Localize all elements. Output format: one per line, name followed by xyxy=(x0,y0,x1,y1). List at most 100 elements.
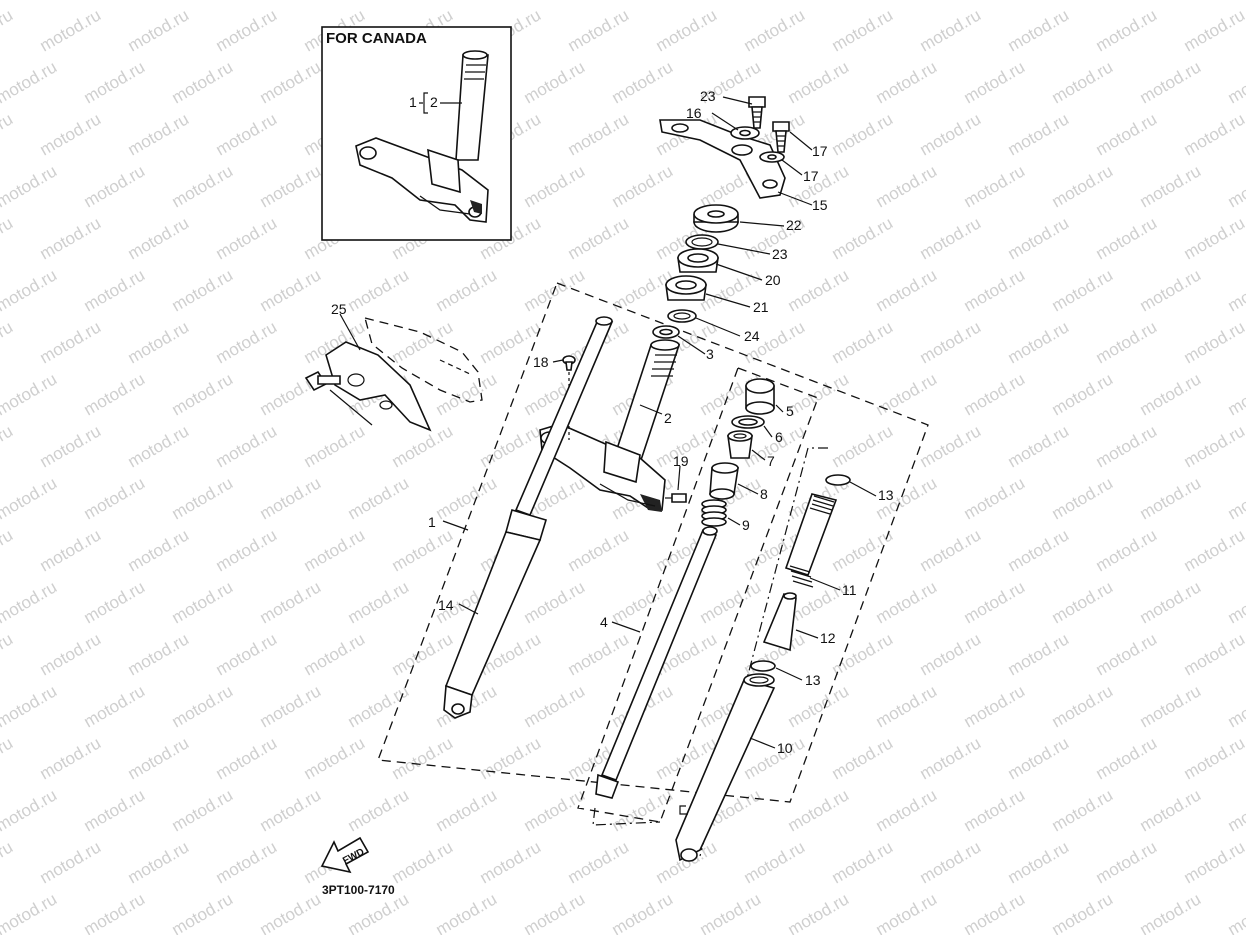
watermark-text: motod.ru xyxy=(785,681,853,731)
watermark-text: motod.ru xyxy=(1049,57,1117,107)
watermark-text: motod.ru xyxy=(1181,629,1246,679)
watermark-text: motod.ru xyxy=(1137,889,1205,935)
watermark-text: motod.ru xyxy=(0,733,16,783)
watermark-text: motod.ru xyxy=(477,421,545,471)
watermark-text: motod.ru xyxy=(961,265,1029,315)
dust-seal-3 xyxy=(652,325,680,339)
watermark-text: motod.ru xyxy=(1005,5,1073,55)
bolt-25 xyxy=(304,370,341,392)
watermark-text: motod.ru xyxy=(1049,681,1117,731)
watermark-text: motod.ru xyxy=(213,5,281,55)
label-11: 11 xyxy=(842,582,857,598)
watermark-text: motod.ru xyxy=(169,161,237,211)
watermark-text: motod.ru xyxy=(565,109,633,159)
label-4: 4 xyxy=(600,614,608,630)
watermark-text: motod.ru xyxy=(433,473,501,523)
label-17b: 17 xyxy=(812,143,828,159)
watermark-text: motod.ru xyxy=(301,629,369,679)
watermark-text: motod.ru xyxy=(961,57,1029,107)
watermark-text: motod.ru xyxy=(741,5,809,55)
watermark-text: motod.ru xyxy=(873,161,941,211)
watermark-text: motod.ru xyxy=(1181,421,1246,471)
watermark-text: motod.ru xyxy=(521,681,589,731)
watermark-text: motod.ru xyxy=(785,57,853,107)
watermark-text: motod.ru xyxy=(697,889,765,935)
bolt-15-lower xyxy=(665,493,687,503)
watermark-text: motod.ru xyxy=(917,317,985,367)
label-10: 10 xyxy=(777,740,793,756)
watermark-text: motod.ru xyxy=(1005,213,1073,263)
watermark-text: motod.ru xyxy=(917,5,985,55)
watermark-text: motod.ru xyxy=(917,733,985,783)
watermark-text: motod.ru xyxy=(1093,213,1161,263)
watermark-text: motod.ru xyxy=(81,473,149,523)
watermark-text: motod.ru xyxy=(829,421,897,471)
label-1: 1 xyxy=(428,514,436,530)
watermark-text: motod.ru xyxy=(81,577,149,627)
watermark-text: motod.ru xyxy=(829,733,897,783)
inset-label-2: 2 xyxy=(430,94,438,110)
watermark-text: motod.ru xyxy=(1093,317,1161,367)
watermark-text: motod.ru xyxy=(1049,161,1117,211)
spring-9 xyxy=(701,499,727,527)
bushing-8 xyxy=(709,462,739,500)
watermark-text: motod.ru xyxy=(1093,421,1161,471)
watermark-text: motod.ru xyxy=(37,5,105,55)
label-15a: 18 xyxy=(533,354,549,370)
watermark-text: motod.ru xyxy=(1005,525,1073,575)
watermark-text: motod.ru xyxy=(829,213,897,263)
watermark-text: motod.ru xyxy=(37,317,105,367)
watermark-text: motod.ru xyxy=(1137,265,1205,315)
watermark-text: motod.ru xyxy=(961,161,1029,211)
watermark-text: motod.ru xyxy=(0,785,60,835)
watermark-text: motod.ru xyxy=(169,577,237,627)
watermark-text: motod.ru xyxy=(213,317,281,367)
watermark-text: motod.ru xyxy=(213,525,281,575)
watermark-text: motod.ru xyxy=(0,0,60,3)
watermark-text: motod.ru xyxy=(169,785,237,835)
watermark-text: motod.ru xyxy=(1049,265,1117,315)
watermark-text: motod.ru xyxy=(1093,837,1161,887)
watermark-text: motod.ru xyxy=(37,213,105,263)
watermark-text: motod.ru xyxy=(1093,525,1161,575)
watermark-text: motod.ru xyxy=(257,889,325,935)
oring-13-lower xyxy=(750,660,776,672)
watermark-text: motod.ru xyxy=(37,421,105,471)
watermark-text: motod.ru xyxy=(389,421,457,471)
watermark-text: motod.ru xyxy=(0,265,60,315)
watermark-text: motod.ru xyxy=(829,837,897,887)
watermark-text: motod.ru xyxy=(785,889,853,935)
watermark-text: motod.ru xyxy=(37,629,105,679)
watermark-text: motod.ru xyxy=(257,473,325,523)
watermark-text: motod.ru xyxy=(257,265,325,315)
label-15b: 19 xyxy=(673,453,689,469)
watermark-text: motod.ru xyxy=(345,785,413,835)
watermark-text: motod.ru xyxy=(345,473,413,523)
watermark-text: motod.ru xyxy=(697,577,765,627)
watermark-text: motod.ru xyxy=(609,785,677,835)
watermark-text: motod.ru xyxy=(1225,369,1246,419)
watermark-text: motod.ru xyxy=(1049,785,1117,835)
watermark-text: motod.ru xyxy=(169,57,237,107)
watermark-text: motod.ru xyxy=(697,0,765,3)
watermark-text: motod.ru xyxy=(169,681,237,731)
label-21: 21 xyxy=(753,299,769,315)
watermark-text: motod.ru xyxy=(1005,317,1073,367)
watermark-text: motod.ru xyxy=(829,525,897,575)
label-16: 15 xyxy=(812,197,828,213)
watermark-text: motod.ru xyxy=(1093,733,1161,783)
watermark-text: motod.ru xyxy=(0,421,16,471)
watermark-text: motod.ru xyxy=(829,5,897,55)
watermark-text: motod.ru xyxy=(609,0,677,3)
watermark-text: motod.ru xyxy=(873,889,941,935)
watermark-text: motod.ru xyxy=(1093,629,1161,679)
watermark-text: motod.ru xyxy=(257,577,325,627)
inset-for-canada: FOR CANADA 1 2 xyxy=(321,26,512,241)
watermark-text: motod.ru xyxy=(961,0,1029,3)
watermark-text: motod.ru xyxy=(213,837,281,887)
watermark-text: motod.ru xyxy=(785,0,853,3)
watermark-text: motod.ru xyxy=(389,629,457,679)
bolt-17-left xyxy=(748,96,766,129)
watermark-text: motod.ru xyxy=(609,161,677,211)
watermark-text: motod.ru xyxy=(125,213,193,263)
